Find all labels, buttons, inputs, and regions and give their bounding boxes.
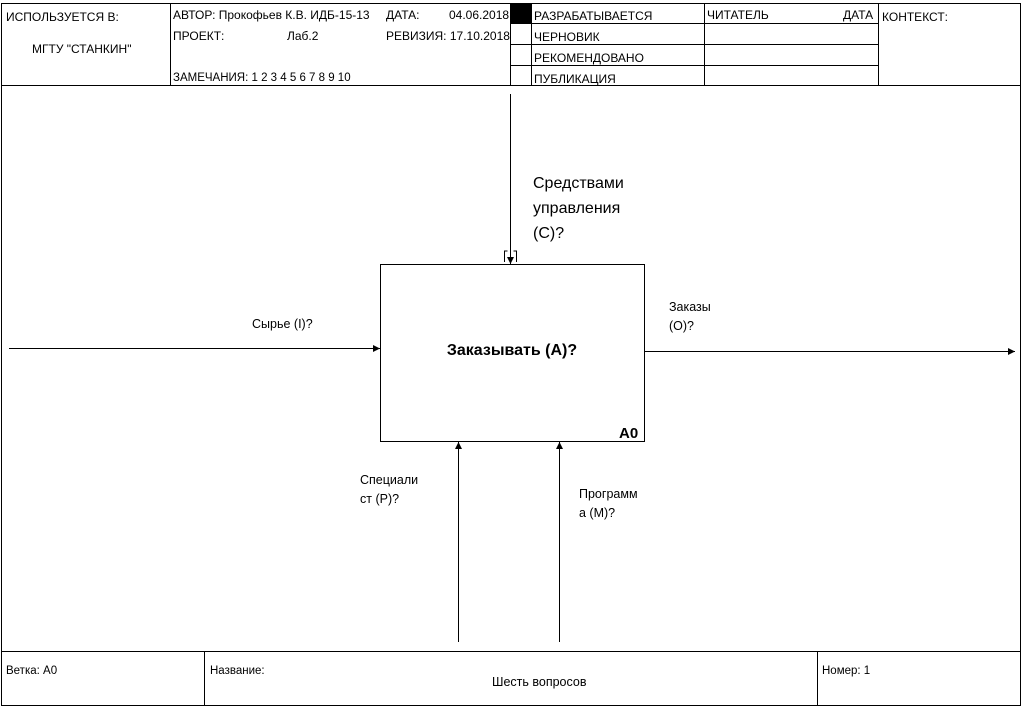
control-label: Средствами управления (C)? — [533, 171, 624, 246]
title-label: Название: — [210, 665, 265, 677]
mechanism-label-2-line-2: а (M)? — [579, 506, 616, 520]
date-label: ДАТА: — [386, 8, 420, 22]
date-value: 04.06.2018 — [449, 8, 510, 22]
author-field: АВТОР: Прокофьев К.В. ИДБ-15-13 — [173, 8, 370, 22]
reader-label: ЧИТАТЕЛЬ — [707, 8, 769, 22]
status-publication: ПУБЛИКАЦИЯ — [534, 72, 616, 86]
project-value: Лаб.2 — [287, 29, 319, 43]
node-field: Ветка: A0 — [6, 664, 57, 678]
author-label: АВТОР: — [173, 8, 216, 22]
revision-field: РЕВИЗИЯ: 17.10.2018 — [386, 29, 510, 43]
output-label-line-1: Заказы — [669, 300, 711, 314]
status-developing: РАЗРАБАТЫВАЕТСЯ — [534, 9, 653, 23]
activity-name: Заказывать (A)? — [446, 342, 578, 359]
notes-label: ЗАМЕЧАНИЯ: — [173, 72, 249, 84]
control-tunnel — [504, 250, 517, 262]
mechanism-label-2-line-1: Программ — [579, 487, 638, 501]
notes-value: 1 2 3 4 5 6 7 8 9 10 — [251, 72, 351, 84]
activity-box — [380, 264, 645, 442]
status-recommended: РЕКОМЕНДОВАНО — [534, 51, 644, 65]
control-label-line-2: управления — [533, 200, 621, 217]
context-label: КОНТЕКСТ: — [882, 10, 948, 24]
control-label-line-3: (C)? — [533, 225, 565, 242]
author-value: Прокофьев К.В. ИДБ-15-13 — [218, 8, 370, 22]
used-in-label: ИСПОЛЬЗУЕТСЯ В: — [6, 10, 119, 24]
project-label: ПРОЕКТ: — [173, 29, 225, 43]
activity-code: A0 — [619, 425, 639, 442]
title-value: Шесть вопросов — [492, 675, 587, 689]
node-value: A0 — [43, 665, 58, 677]
node-label: Ветка: — [6, 665, 40, 677]
control-label-line-1: Средствами — [533, 175, 624, 192]
input-label: Сырье (I)? — [252, 317, 313, 331]
number-field: Номер: 1 — [822, 664, 870, 678]
mechanism-label-1-line-1: Специали — [360, 473, 419, 487]
number-label: Номер: — [822, 665, 861, 677]
mechanism-label-1-line-2: ст (P)? — [360, 492, 400, 506]
number-value: 1 — [863, 665, 871, 677]
notes-field: ЗАМЕЧАНИЯ: 1 2 3 4 5 6 7 8 9 10 — [173, 71, 351, 85]
mechanism-label-1: Специали ст (P)? — [360, 471, 418, 509]
revision-label: РЕВИЗИЯ: — [386, 29, 447, 43]
reader-date-label: ДАТА — [843, 8, 874, 22]
output-label-line-2: (O)? — [669, 319, 694, 333]
used-in-value: МГТУ "СТАНКИН" — [32, 42, 132, 56]
revision-value: 17.10.2018 — [449, 29, 510, 43]
output-label: Заказы (O)? — [669, 298, 711, 336]
status-draft: ЧЕРНОВИК — [534, 30, 600, 44]
mechanism-label-2: Программ а (M)? — [579, 485, 638, 523]
status-active-marker — [511, 4, 531, 23]
